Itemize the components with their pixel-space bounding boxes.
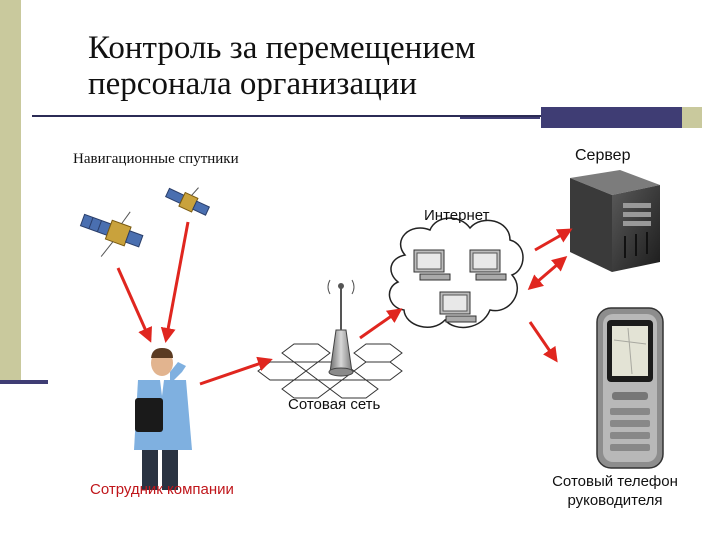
- title-line-1: Контроль за перемещением: [88, 30, 476, 66]
- title-line-2: персонала организации: [88, 66, 418, 102]
- satellite-icon: [164, 187, 211, 216]
- label-phone-line-2: руководителя: [567, 492, 663, 509]
- mobile-phone-icon: [596, 307, 664, 469]
- slide-title: Контроль за перемещением персонала орган…: [88, 30, 648, 102]
- title-rule: [32, 115, 662, 117]
- arrow-internet-server: [527, 256, 568, 290]
- person-icon: [134, 348, 192, 490]
- tower-icon: [327, 279, 355, 377]
- computer-icon: [469, 249, 507, 281]
- satellite-icon: [79, 211, 144, 257]
- label-company-employee: Сотрудник компании: [90, 481, 234, 498]
- decorative-corner-box: [541, 107, 682, 128]
- arrow-satellite1-to-person: [116, 267, 152, 343]
- cloud-icon: [388, 217, 524, 329]
- label-internet: Интернет: [424, 207, 490, 224]
- label-cellular-network: Сотовая сеть: [288, 396, 381, 413]
- label-phone-line-1: Сотовый телефон: [552, 473, 678, 490]
- connection-arrows: [116, 221, 573, 386]
- arrow-satellite2-to-person: [160, 221, 190, 343]
- arrow-person-to-tower: [199, 356, 273, 386]
- server-icon: [570, 170, 660, 272]
- arrow-server-to-internet: [534, 228, 573, 252]
- cellular-grid: [257, 343, 403, 399]
- label-server: Сервер: [575, 147, 631, 164]
- arrow-tower-to-internet: [359, 308, 403, 340]
- label-navigation-satellites: Навигационные спутники: [73, 151, 239, 167]
- arrow-internet-to-phone: [528, 321, 558, 363]
- computer-icon: [413, 249, 451, 281]
- decorative-corner-box-light: [682, 107, 702, 128]
- computer-icon: [439, 291, 477, 323]
- title-rule-accent: [460, 117, 540, 119]
- decorative-left-bar-base: [0, 380, 48, 384]
- decorative-left-bar: [0, 0, 21, 380]
- label-manager-phone: Сотовый телефон руководителя: [535, 472, 695, 510]
